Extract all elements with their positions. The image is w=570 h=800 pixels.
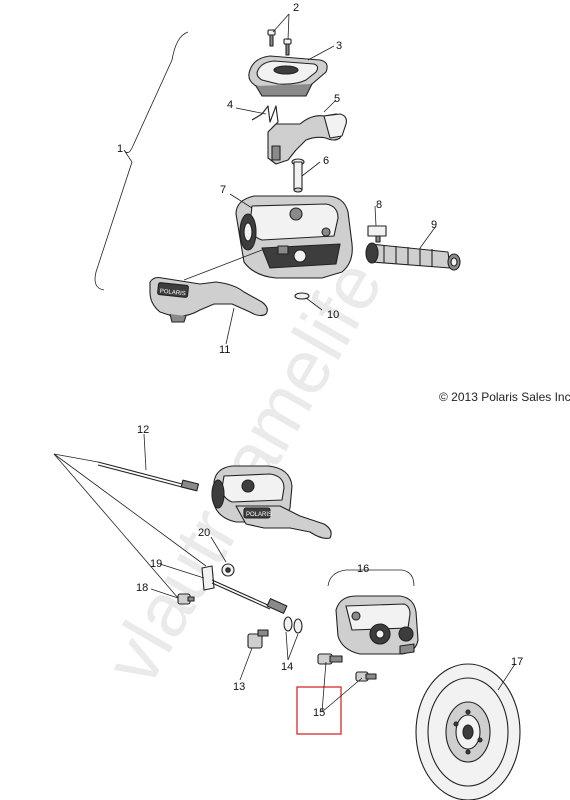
callout-18: 18 [136,582,148,594]
callout-6: 6 [323,155,329,167]
part-5-lever-bracket[interactable] [267,113,347,165]
part-7-master-cylinder[interactable] [235,195,353,279]
callout-2: 2 [293,2,299,14]
part-18-bolt[interactable] [177,593,195,605]
callout-4: 4 [227,99,233,111]
part-20-washer[interactable] [221,563,235,577]
callout-5: 5 [334,93,340,105]
part-12-brake-line[interactable] [97,461,200,492]
part-4-spring[interactable] [251,105,279,129]
part-11-brake-lever[interactable]: POLARIS [149,276,268,323]
lower-brand-plate: POLARIS [246,512,272,518]
callout-20: 20 [198,527,210,539]
part-13-banjo-bolt[interactable] [247,629,269,649]
callout-17: 17 [511,656,523,668]
callout-16: 16 [357,563,369,575]
callout-1: 1 [117,143,123,155]
copyright-text: © 2013 Polaris Sales Inc. [439,390,570,404]
callout-15: 15 [313,707,325,719]
callout-labels: 1 2 3 4 5 6 7 8 9 10 11 12 13 14 15 16 1… [117,2,523,719]
part-2-screws[interactable] [267,29,292,56]
callout-9: 9 [431,219,437,231]
assembly-bracket [94,31,189,291]
callout-10: 10 [327,309,339,321]
part-17-brake-disc[interactable] [415,663,521,800]
callout-11: 11 [219,344,230,356]
callout-8: 8 [376,199,382,211]
highlight-box [296,686,342,735]
part-16-caliper[interactable] [335,595,419,655]
callout-19: 19 [150,558,162,570]
leader-lines [53,13,516,713]
callout-12: 12 [137,424,149,436]
callout-3: 3 [336,40,342,52]
callout-7: 7 [220,184,226,196]
part-9-grip[interactable] [365,242,461,271]
lever-brand-plate: POLARIS [159,289,186,298]
part-19-hose-bracket[interactable] [201,565,288,614]
callout-13: 13 [233,681,245,693]
callout-14: 14 [281,661,293,673]
part-8-switch[interactable] [367,225,387,243]
lower-master-cylinder-assembly[interactable]: POLARIS [211,465,332,539]
part-15-caliper-bolts[interactable] [317,653,377,682]
part-10-clip[interactable] [294,292,310,300]
part-3-reservoir-cover[interactable] [248,55,328,97]
part-14-crush-washers[interactable] [283,616,303,634]
